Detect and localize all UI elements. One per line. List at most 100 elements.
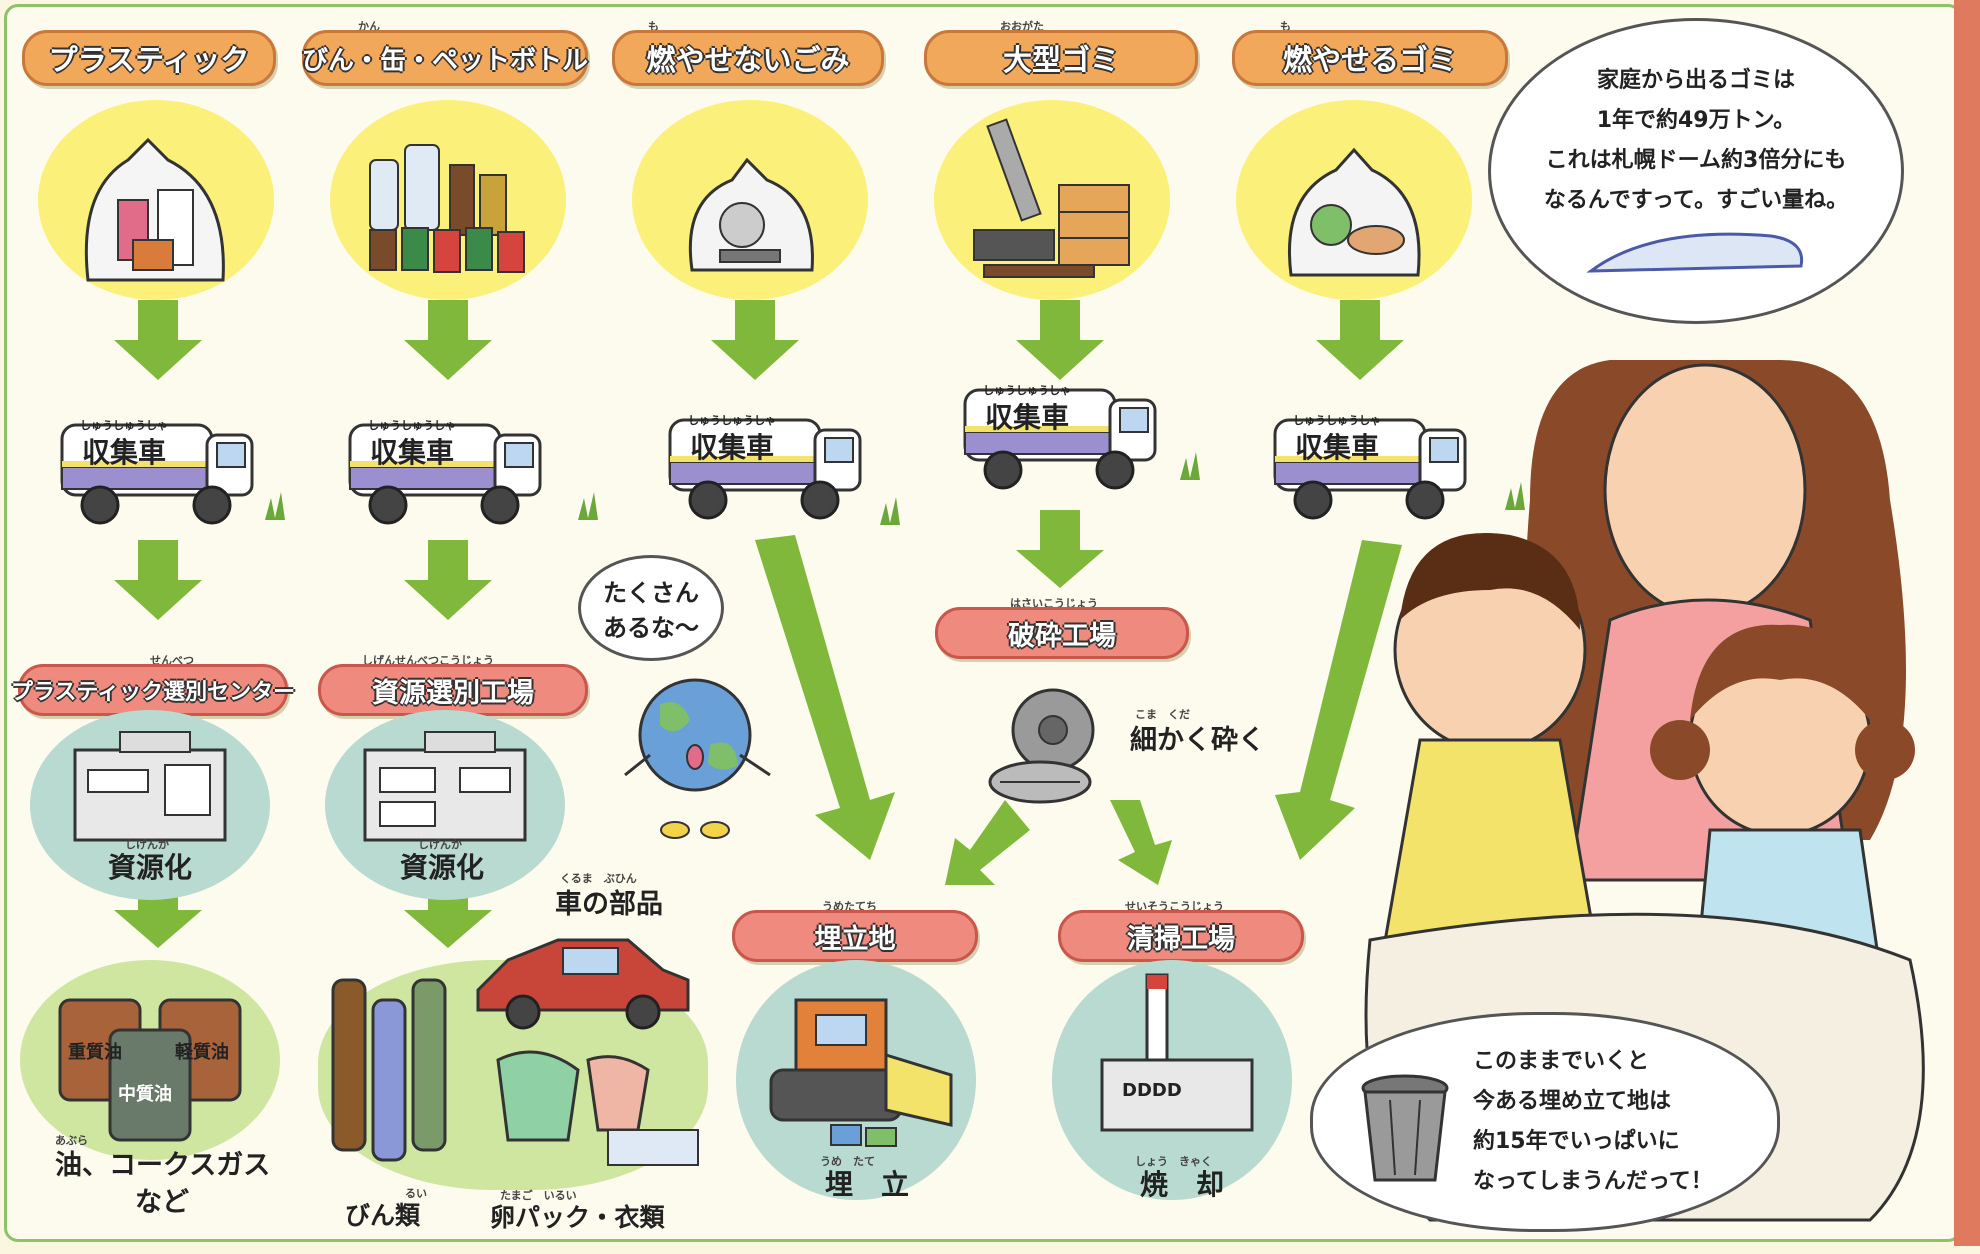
- oil-jars-icon: [58, 998, 242, 1142]
- arrow-crusher-to-incinerator: [1110, 800, 1172, 885]
- car-icon: [476, 938, 690, 1030]
- recycle2-label: 資源化: [400, 851, 485, 884]
- arrow-plastic-to-truck: [114, 300, 202, 380]
- landfill-ruby: うめたてち: [822, 900, 877, 913]
- car-parts-car: [468, 920, 698, 1034]
- resource-plant-ruby: しげんせんべつこうじょう: [362, 654, 494, 667]
- arrow-recycle-to-bottles: [404, 880, 492, 948]
- earth-bubble-line1: たくさん: [603, 579, 699, 607]
- bulldozer-icon: [769, 998, 953, 1147]
- bottom-bubble-line2: 今ある埋め立て地は: [1473, 1089, 1672, 1114]
- arrow-cans-to-truck: [404, 300, 492, 380]
- incinerator-disc: DDDD: [1052, 960, 1292, 1200]
- category-noncombustible-ruby: も: [648, 20, 659, 33]
- collection-truck-4: しゅうしゅうしゃ 収集車: [955, 370, 1165, 504]
- noncombustible-items-disc: [632, 100, 868, 300]
- category-plastic: プラスティック: [22, 30, 276, 86]
- heavy-oil-label: 重質油: [68, 1042, 122, 1063]
- trash-can-icon: [1361, 1074, 1449, 1182]
- light-oil-label: 軽質油: [175, 1042, 229, 1063]
- category-oversize-ruby: おおがた: [1000, 20, 1044, 33]
- facility-plastic-sorting-center: プラスティック選別センター: [11, 664, 295, 716]
- mother-bubble-line4: なるんですって。すごい量ね。: [1543, 188, 1849, 213]
- plastic-center-ruby: せんべつ: [150, 654, 194, 667]
- collection-truck-1: しゅうしゅうしゃ 収集車: [52, 405, 262, 539]
- truck-label: 収集車: [82, 436, 167, 469]
- car-parts-label: 車の部品: [555, 889, 663, 920]
- arrow-truck-to-plastic-center: [114, 540, 202, 620]
- trash-can: [1350, 1070, 1460, 1194]
- arrow-truck-to-crushing-plant: [1016, 510, 1104, 588]
- oil-products-disc: 重質油 軽質油 中質油: [20, 960, 280, 1160]
- cans-bottles-disc: [330, 100, 566, 300]
- factory-windows: DDDD: [1122, 1080, 1182, 1101]
- crushing-plant-ruby: はさいこうじょう: [1010, 597, 1098, 610]
- combustible-bag-icon: [1287, 147, 1421, 277]
- arrow-crusher-to-landfill: [945, 800, 1030, 885]
- landfill-action-label: 埋 立: [825, 1168, 910, 1201]
- arrow-noncombustible-to-landfill: [755, 535, 895, 860]
- noncombustible-bag-icon: [688, 157, 814, 272]
- mother-bubble-line3: これは札幌ドーム約3倍分にも: [1545, 148, 1847, 173]
- burn-action-ruby: しょう きゃく: [1135, 1155, 1212, 1168]
- combustible-items-disc: [1236, 100, 1472, 300]
- bottom-bubble-line1: このままでいくと: [1473, 1049, 1650, 1074]
- arrow-truck-to-resource-plant: [404, 540, 492, 620]
- truck-icon: [1273, 418, 1467, 520]
- incinerator-icon: [1100, 973, 1254, 1132]
- landfill-action-ruby: うめ たて: [820, 1155, 875, 1168]
- category-oversize: 大型ゴミ: [924, 30, 1198, 86]
- earth-speech-bubble: たくさん あるな〜: [578, 555, 724, 661]
- burn-action-label: 焼 却: [1140, 1168, 1225, 1201]
- collection-truck-3: しゅうしゅうしゃ 収集車: [660, 400, 870, 534]
- arrow-recycle-to-oil: [114, 880, 202, 948]
- bottles-label: びん類: [345, 1201, 421, 1230]
- oil-products-label-2: など: [135, 1187, 189, 1218]
- egg-clothes-label: 卵パック・衣類: [490, 1203, 665, 1232]
- resource-plant-disc: [325, 710, 565, 900]
- recycle2-ruby: しげんか: [418, 838, 462, 851]
- bottom-bubble-line4: なってしまうんだって！: [1473, 1169, 1713, 1194]
- arrow-oversize-to-truck: [1016, 300, 1104, 380]
- truck-icon: [963, 388, 1157, 490]
- truck-label: 収集車: [690, 431, 775, 464]
- oversize-items-disc: [934, 100, 1170, 300]
- truck-label: 収集車: [370, 436, 455, 469]
- truck-ruby: しゅうしゅうしゃ: [983, 384, 1071, 397]
- egg-clothes-ruby: たまご いるい: [500, 1189, 577, 1202]
- arrow-combustible-to-incinerator: [1275, 540, 1402, 860]
- collection-truck-5: しゅうしゅうしゃ 収集車: [1265, 400, 1475, 534]
- page-edge-stripe: [1954, 0, 1980, 1246]
- furniture-icon: [973, 118, 1130, 278]
- car-parts-ruby: くるま ぶひん: [560, 872, 637, 885]
- bottom-bubble-line3: 約15年でいっぱいに: [1473, 1129, 1680, 1154]
- bottles-cans-icon: [369, 144, 525, 273]
- facility-landfill: 埋立地: [732, 910, 978, 962]
- bottles-clothes-eggs-icon: [331, 978, 699, 1166]
- recycle1-ruby: しげんか: [125, 838, 169, 851]
- facility-resource-sorting-plant: 資源選別工場: [318, 664, 588, 716]
- mother-speech-bubble: 家庭から出るゴミは 1年で約49万トン。 これは札幌ドーム約3倍分にも なるんで…: [1488, 18, 1904, 324]
- collection-truck-2: しゅうしゅうしゃ 収集車: [340, 405, 550, 539]
- truck-icon: [60, 423, 254, 525]
- sapporo-dome-icon: [1586, 232, 1804, 273]
- arrow-noncombustible-to-truck: [711, 300, 799, 380]
- medium-oil-label: 中質油: [118, 1084, 172, 1105]
- oil-products-label: 油、コークスガス: [55, 1150, 271, 1181]
- bottles-ruby: るい: [405, 1187, 427, 1200]
- mother-bubble-line1: 家庭から出るゴミは: [1596, 68, 1795, 93]
- facility-crushing-plant: 破砕工場: [935, 607, 1189, 659]
- truck-ruby: しゅうしゅうしゃ: [368, 419, 456, 432]
- category-noncombustible: 燃やせないごみ: [612, 30, 884, 86]
- earth-character: [620, 665, 790, 849]
- crusher-icon: [988, 688, 1095, 804]
- plastic-center-disc: [30, 710, 270, 900]
- oil-ruby: あぶら: [55, 1134, 88, 1147]
- truck-icon: [348, 423, 542, 525]
- truck-ruby: しゅうしゅうしゃ: [688, 414, 776, 427]
- incinerator-ruby: せいそうこうじょう: [1125, 900, 1224, 913]
- crush-ruby: こま くだ: [1135, 708, 1190, 721]
- arrow-combustible-to-truck: [1316, 300, 1404, 380]
